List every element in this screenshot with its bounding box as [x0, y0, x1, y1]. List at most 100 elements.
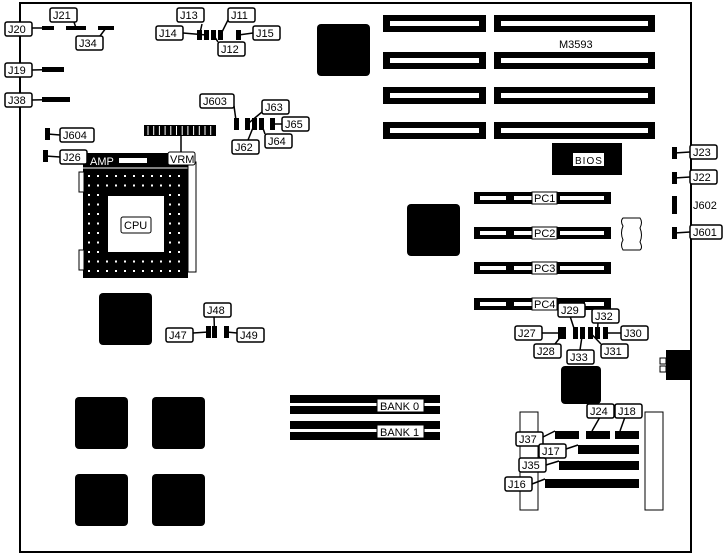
vrm-header: VRM [144, 125, 216, 166]
jumper-label: J21 [53, 10, 71, 22]
isa-slot [494, 122, 655, 139]
jumper-j49: J49 [224, 326, 265, 343]
svg-text:BANK 1: BANK 1 [380, 427, 419, 439]
jumper-label: J26 [63, 152, 81, 164]
chip [75, 397, 128, 449]
svg-text:BIOS: BIOS [575, 156, 603, 167]
jumper-j23: J23 [672, 144, 718, 160]
jumper-label: J604 [63, 130, 87, 142]
jumper-j26: J26 [43, 149, 88, 165]
jumper-label: J33 [570, 352, 588, 364]
svg-text:PC2: PC2 [534, 228, 555, 240]
cpu-socket: AMP CPU [78, 153, 197, 278]
jumper-label: J34 [79, 38, 97, 50]
jumper-j17: J17 [538, 443, 579, 459]
jumper-label: J19 [8, 65, 26, 77]
jumper-j48: J48 [203, 302, 232, 338]
jumper-j604: J604 [45, 127, 95, 143]
jumper-label: J30 [624, 328, 642, 340]
bank-0: BANK 0 [290, 395, 440, 414]
jumper-j22: J22 [672, 169, 718, 185]
jumper-j602: J602 [672, 196, 717, 214]
jumper-label: J65 [285, 119, 303, 131]
socket-brand-label: AMP [90, 156, 114, 168]
jumper-label: J62 [235, 142, 253, 154]
jumper-j32: J32 [591, 308, 620, 339]
memory-banks: BANK 0 BANK 1 [290, 395, 440, 440]
jumper-j31: J31 [588, 327, 629, 359]
jumper-j601: J601 [672, 224, 723, 240]
chip [152, 397, 205, 449]
jumper-j38: J38 [4, 92, 70, 108]
jumper-j27: J27 [514, 325, 563, 341]
jumper-label: J29 [561, 305, 579, 317]
jumper-j12: J12 [211, 30, 246, 57]
jumper-label: J31 [604, 346, 622, 358]
jumper-label: J16 [508, 479, 526, 491]
jumper-j11: J11 [218, 7, 256, 40]
isa-slot [494, 87, 655, 104]
pci-slot-1: PC1 [474, 191, 611, 205]
svg-text:BANK 0: BANK 0 [380, 401, 419, 413]
jumper-label: J63 [265, 102, 283, 114]
pci-slots: PC1 PC2 PC3 PC4 [474, 191, 611, 311]
isa-slot [383, 15, 486, 32]
jumper-label: J35 [522, 460, 540, 472]
jumper-j64: J64 [259, 118, 293, 149]
bios-chip: BIOS [552, 143, 622, 175]
jumper-label: J64 [268, 136, 286, 148]
jumper-label: J32 [595, 311, 613, 323]
isa-slots [383, 15, 655, 139]
jumper-j33: J33 [566, 327, 595, 365]
jumper-j19: J19 [4, 62, 64, 78]
svg-text:PC3: PC3 [534, 263, 555, 275]
chip [561, 366, 601, 404]
jumper-j14: J14 [155, 25, 209, 41]
pci-slot-4: PC4 [474, 297, 611, 311]
board-outline [19, 2, 692, 553]
jumper-j47: J47 [165, 326, 211, 343]
jumper-j15: J15 [236, 25, 281, 41]
pci-slot-3: PC3 [474, 261, 611, 275]
jumper-label: J11 [231, 10, 248, 22]
isa-slot [494, 52, 655, 69]
jumper-label: J37 [519, 434, 537, 446]
vrm-label: VRM [170, 154, 194, 166]
jumper-j16: J16 [504, 476, 546, 492]
jumper-j35: J35 [518, 457, 560, 473]
jumper-j29: J29 [557, 302, 586, 339]
jumper-label: J15 [256, 28, 274, 40]
jumper-label: J18 [618, 406, 636, 418]
jumper-label: J602 [693, 200, 717, 212]
jumper-j30: J30 [603, 325, 649, 341]
battery-outline [621, 217, 642, 251]
jumper-label: J27 [518, 328, 536, 340]
jumper-j63: J63 [245, 99, 290, 130]
jumper-j28: J28 [533, 327, 566, 359]
board-model-label: M3593 [559, 39, 593, 51]
jumper-j34: J34 [75, 26, 114, 51]
svg-text:PC1: PC1 [534, 193, 555, 205]
chip [317, 24, 370, 76]
svg-text:PC4: PC4 [534, 299, 555, 311]
jumper-j37: J37 [515, 430, 556, 447]
chip [75, 474, 128, 526]
jumper-j18: J18 [614, 403, 643, 432]
jumper-label: J603 [203, 96, 227, 108]
jumper-label: J601 [693, 227, 717, 239]
isa-slot [494, 15, 655, 32]
isa-slot [383, 87, 486, 104]
jumper-label: J20 [8, 24, 26, 36]
jumper-label: J24 [590, 406, 608, 418]
chip [99, 293, 152, 345]
jumper-label: J38 [8, 95, 26, 107]
jumper-label: J22 [693, 172, 711, 184]
cpu-label: CPU [124, 220, 147, 232]
jumper-label: J23 [693, 147, 711, 159]
isa-slot [383, 52, 486, 69]
jumper-label: J13 [180, 10, 198, 22]
jumper-label: J28 [537, 346, 555, 358]
jumper-label: J14 [159, 28, 177, 40]
jumper-label: J17 [542, 446, 560, 458]
